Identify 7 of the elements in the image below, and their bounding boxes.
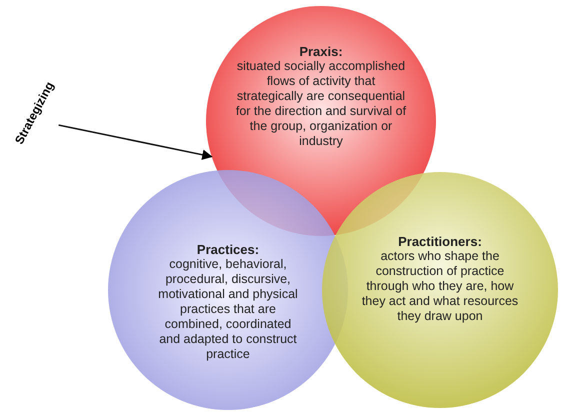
circle-heading: Practitioners: — [398, 234, 482, 249]
circle-description: cognitive, behavioral, procedural, discursive, motivational and physical practices that are combined, coordinated and adapted to construct practice — [157, 257, 299, 362]
circle-description: situated socially accomplished flows of activity that strategically are consequential for the direction and survival of the group, organization or industry — [234, 59, 408, 149]
circle-heading: Praxis: — [299, 44, 343, 59]
circle-heading: Practices: — [196, 242, 260, 257]
circle-description: actors who shape the construction of practice through who they are, how they act and what resources they draw upon — [360, 249, 520, 324]
arrow — [58, 124, 213, 160]
